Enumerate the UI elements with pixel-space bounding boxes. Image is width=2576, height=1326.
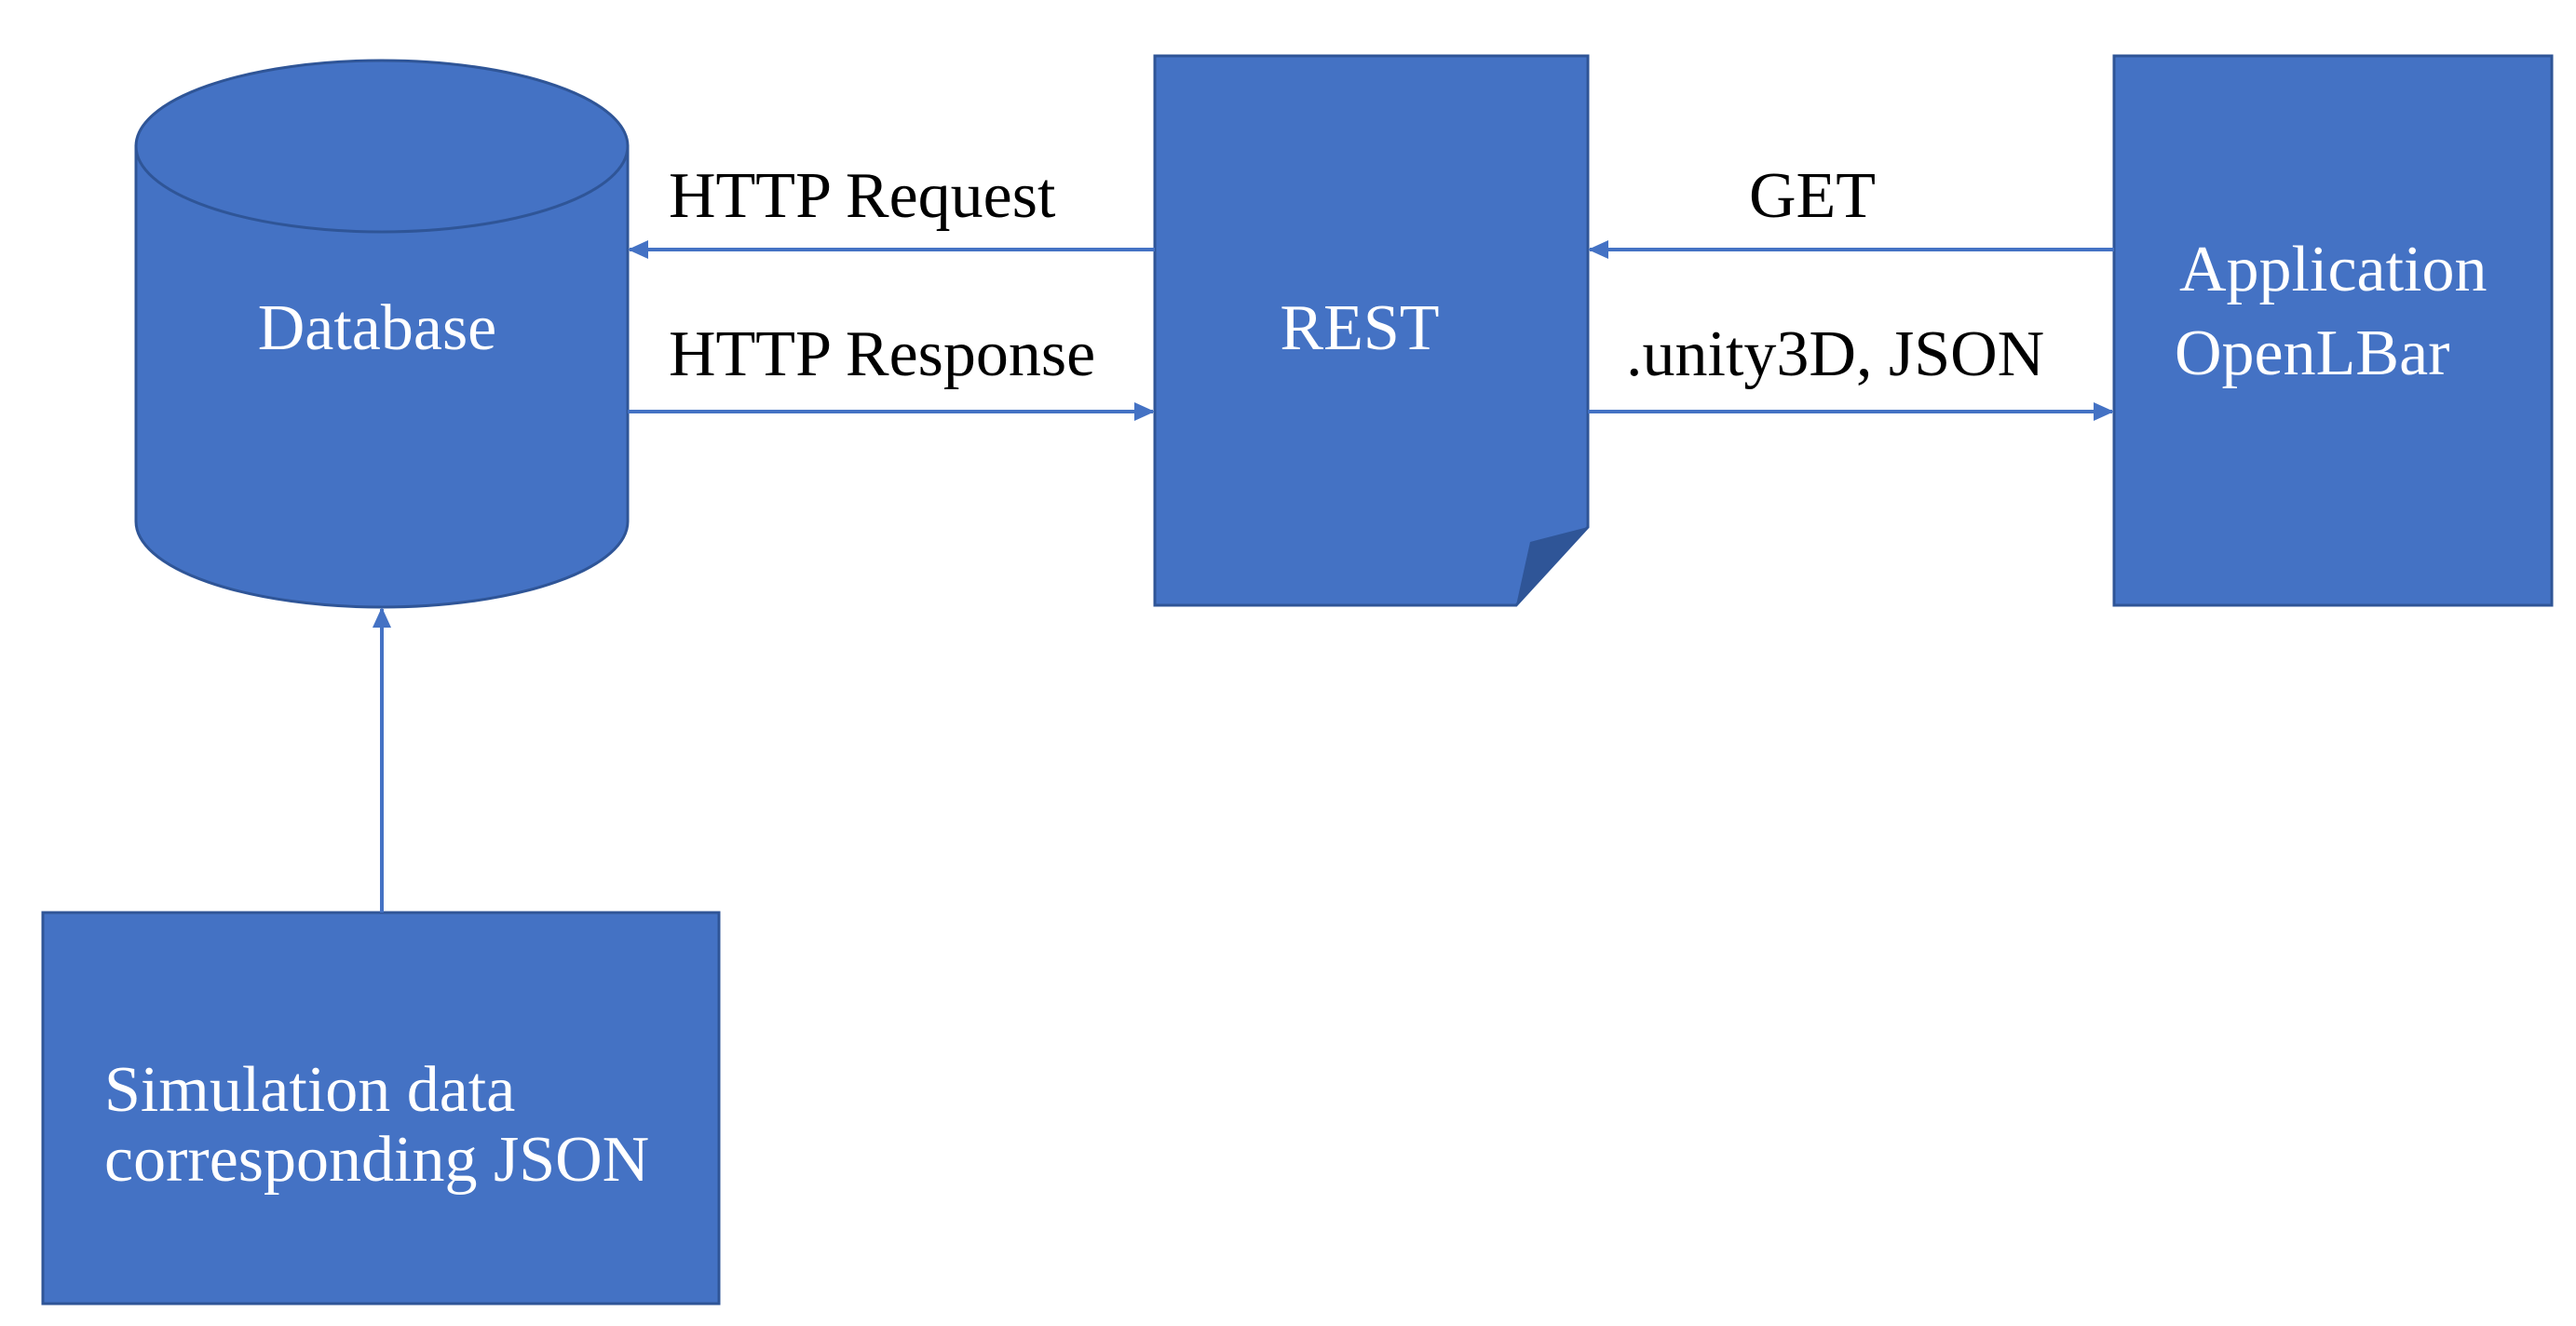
- http-response-label: HTTP Response: [669, 318, 1095, 390]
- application-node: Application OpenLBar: [2112, 54, 2554, 607]
- simulation-data-node: Simulation data corresponding JSON: [41, 911, 721, 1306]
- database-node: Database: [134, 59, 630, 609]
- rest-document-fold: [1516, 527, 1588, 605]
- http-request-label: HTTP Request: [669, 160, 1056, 232]
- simulation-label-line1: Simulation data: [104, 1054, 515, 1126]
- simulation-data-box: [41, 911, 721, 1306]
- edge-unity-json: .unity3D, JSON: [1588, 318, 2114, 421]
- database-cylinder-top: [134, 59, 630, 234]
- application-label-line1: Application: [2179, 234, 2487, 305]
- get-label: GET: [1749, 160, 1876, 232]
- database-label: Database: [258, 292, 497, 364]
- unity-json-label: .unity3D, JSON: [1626, 318, 2044, 390]
- database-cylinder-body: [134, 144, 630, 609]
- rest-label: REST: [1280, 292, 1439, 364]
- simulation-label-line2: corresponding JSON: [104, 1124, 649, 1196]
- edge-http-response: HTTP Response: [628, 318, 1155, 421]
- rest-node: REST: [1153, 54, 1590, 607]
- edge-http-request: HTTP Request: [628, 160, 1155, 259]
- edge-get: GET: [1588, 160, 2114, 259]
- application-box: [2112, 54, 2554, 607]
- application-label-line2: OpenLBar: [2175, 318, 2449, 389]
